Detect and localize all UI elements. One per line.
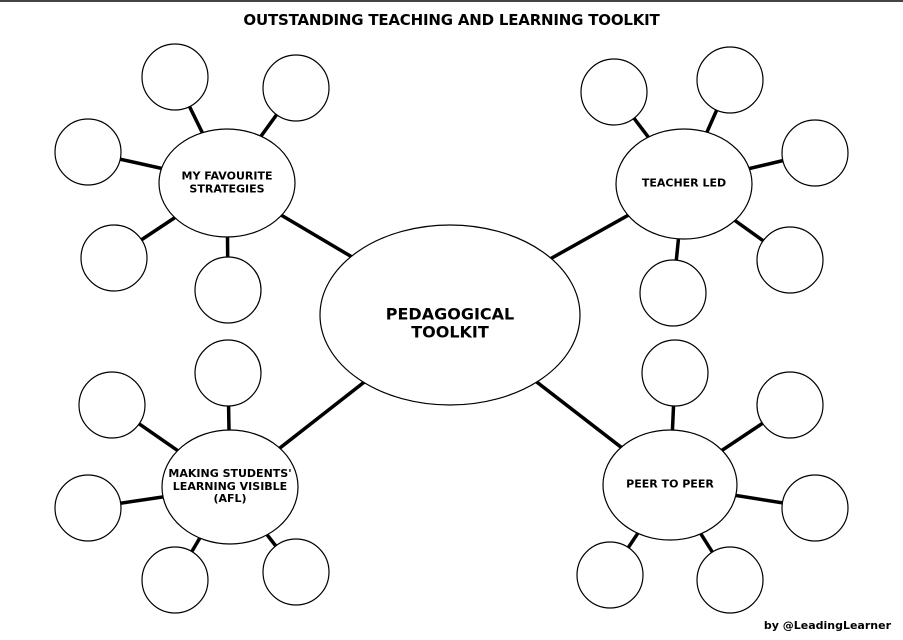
empty-circle <box>194 339 262 407</box>
empty-circle <box>756 371 824 439</box>
empty-circle <box>262 54 330 122</box>
empty-circle <box>54 118 122 186</box>
empty-circle <box>580 58 648 126</box>
empty-circle <box>78 371 146 439</box>
empty-circle <box>54 474 122 542</box>
footer-credit: by @LeadingLearner <box>763 619 891 632</box>
empty-circle <box>781 119 849 187</box>
empty-circle <box>781 474 849 542</box>
hub-label-line: PEER TO PEER <box>626 477 714 491</box>
hub-label-line: MAKING STUDENTS' <box>168 467 292 481</box>
hub-label-making-learning-visible: MAKING STUDENTS' LEARNING VISIBLE (AFL) <box>165 467 295 506</box>
hub-node <box>602 429 738 541</box>
hub-label-line: STRATEGIES <box>189 182 265 195</box>
empty-circle <box>262 538 330 606</box>
hub-label-line: LEARNING VISIBLE <box>172 479 288 493</box>
hub-label-line: (AFL) <box>213 492 247 506</box>
hub-node <box>158 128 296 238</box>
empty-circle <box>696 46 764 114</box>
top-border <box>0 0 903 2</box>
empty-circle <box>756 226 824 294</box>
empty-circle <box>641 339 709 407</box>
hub-node <box>615 128 753 240</box>
empty-circle <box>80 224 148 292</box>
hub-node <box>161 429 299 545</box>
empty-circle <box>696 546 764 614</box>
empty-circle <box>194 256 262 324</box>
empty-circle <box>141 546 209 614</box>
center-node <box>319 224 581 406</box>
empty-circle <box>639 259 707 327</box>
page-title: OUTSTANDING TEACHING AND LEARNING TOOLKI… <box>243 11 660 29</box>
hub-label-line: MY FAVOURITE <box>181 169 273 183</box>
hub-label-line: TEACHER LED <box>641 176 727 190</box>
hub-label-my-favourite-strategies: MY FAVOURITE STRATEGIES <box>162 170 292 195</box>
empty-circle <box>141 43 209 111</box>
empty-circle <box>576 541 644 609</box>
center-label-line: TOOLKIT <box>411 323 489 342</box>
center-label: PEDAGOGICAL TOOLKIT <box>350 304 550 343</box>
center-label-line: PEDAGOGICAL <box>385 304 515 324</box>
hub-label-teacher-led: TEACHER LED <box>619 176 749 191</box>
hub-label-peer-to-peer: PEER TO PEER <box>605 477 735 492</box>
